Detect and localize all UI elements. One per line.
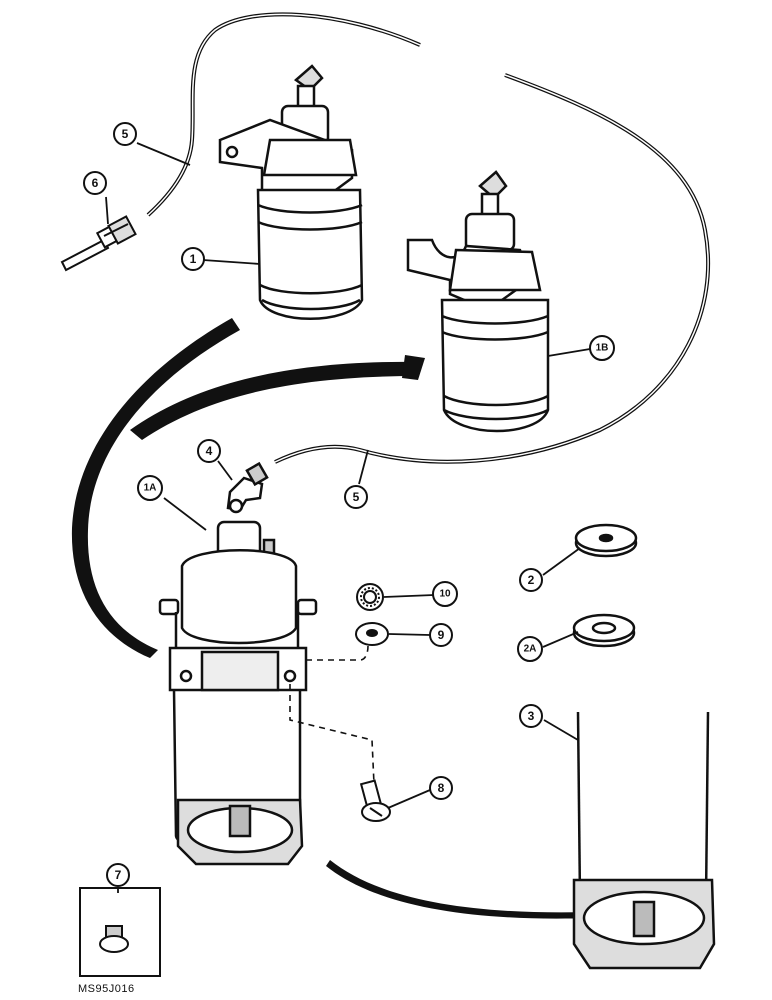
callout-5-top-label: 5 (122, 127, 129, 141)
callout-3: 3 (519, 704, 543, 728)
callout-1a-label: 1A (144, 483, 157, 494)
callout-7-label: 7 (115, 868, 122, 882)
callout-10-label: 10 (439, 589, 451, 600)
callout-1: 1 (181, 247, 205, 271)
hose-upper-sweep (130, 355, 425, 440)
cylinder-1 (218, 64, 364, 320)
callout-9-label: 9 (438, 628, 445, 642)
washer-2 (574, 523, 638, 558)
callout-8-label: 8 (438, 781, 445, 795)
callout-7: 7 (106, 863, 130, 887)
callout-9: 9 (429, 623, 453, 647)
elbow-fitting-4 (226, 461, 269, 514)
callout-3-label: 3 (528, 709, 535, 723)
callout-1b-label: 1B (596, 343, 609, 354)
bowl-3 (572, 711, 716, 970)
tube-5-top (146, 12, 421, 217)
callout-1a: 1A (137, 475, 163, 501)
callout-10: 10 (432, 581, 458, 607)
leader-lines (105, 142, 591, 893)
figure-code: MS95J016 (78, 983, 135, 995)
callout-5-bottom: 5 (344, 485, 368, 509)
callout-2-label: 2 (528, 573, 535, 587)
washer-9 (355, 622, 389, 646)
callout-2: 2 (519, 568, 543, 592)
assembly-dashed-lines (289, 645, 375, 785)
hose-bottom (326, 860, 592, 919)
plug-7-box (79, 887, 161, 977)
callout-6-label: 6 (92, 176, 99, 190)
screw-8 (359, 779, 391, 822)
fitting-6 (60, 215, 137, 272)
callout-6: 6 (83, 171, 107, 195)
callout-4-label: 4 (206, 444, 213, 458)
washer-2a (572, 613, 636, 648)
callout-8: 8 (429, 776, 453, 800)
callout-2a-label: 2A (524, 644, 537, 655)
tube-5-right (274, 73, 711, 464)
nut-10 (356, 583, 384, 611)
cylinder-1b (406, 170, 550, 433)
filter-housing-1a (158, 520, 318, 866)
callout-5-bottom-label: 5 (353, 490, 360, 504)
callout-1b: 1B (589, 335, 615, 361)
callout-4: 4 (197, 439, 221, 463)
callout-1-label: 1 (190, 252, 197, 266)
hose-left-arc (71, 318, 240, 658)
callout-5-top: 5 (113, 122, 137, 146)
callout-2a: 2A (517, 636, 543, 662)
